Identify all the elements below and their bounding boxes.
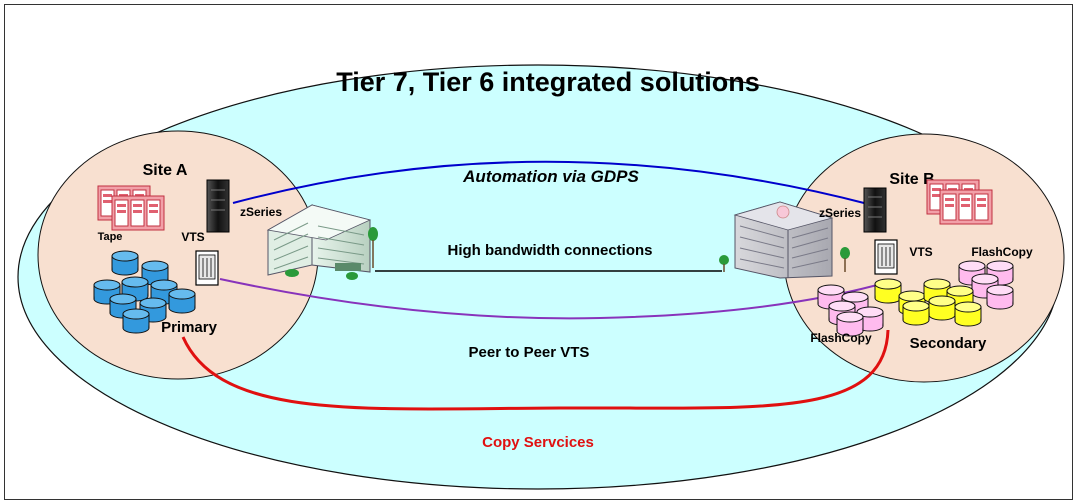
copy-services-link <box>181 329 890 411</box>
site-b-label: Site B <box>889 171 934 188</box>
site-b-storage-label: Secondary <box>910 335 987 352</box>
site-a-vts-icon <box>195 250 219 286</box>
site-a-tape-label: Tape <box>98 231 123 243</box>
site-a-zseries-icon <box>206 179 230 233</box>
peer-to-peer-label: Peer to Peer VTS <box>469 344 590 361</box>
diagram-title: Tier 7, Tier 6 integrated solutions <box>336 67 760 97</box>
site-b-flashcopy-top-label: FlashCopy <box>971 245 1033 259</box>
automation-link <box>232 160 869 205</box>
site-b-flashcopy-bottom-label: FlashCopy <box>810 331 872 345</box>
automation-label: Automation via GDPS <box>462 167 639 186</box>
copy-services-label: Copy Servcices <box>482 434 594 451</box>
site-b-building-icon <box>719 201 850 279</box>
site-a-label: Site A <box>143 162 188 179</box>
site-b-vts-icon <box>874 239 898 275</box>
bandwidth-label: High bandwidth connections <box>448 242 653 259</box>
peer-to-peer-link <box>219 278 896 320</box>
site-a-storage-label: Primary <box>161 319 218 336</box>
site-a-vts-label: VTS <box>181 230 204 244</box>
site-a-building-icon <box>266 204 378 280</box>
site-b-zseries-label: zSeries <box>819 206 861 220</box>
site-b-zseries-icon <box>863 187 887 233</box>
site-b-vts-label: VTS <box>909 245 932 259</box>
site-a-zseries-label: zSeries <box>240 205 282 219</box>
